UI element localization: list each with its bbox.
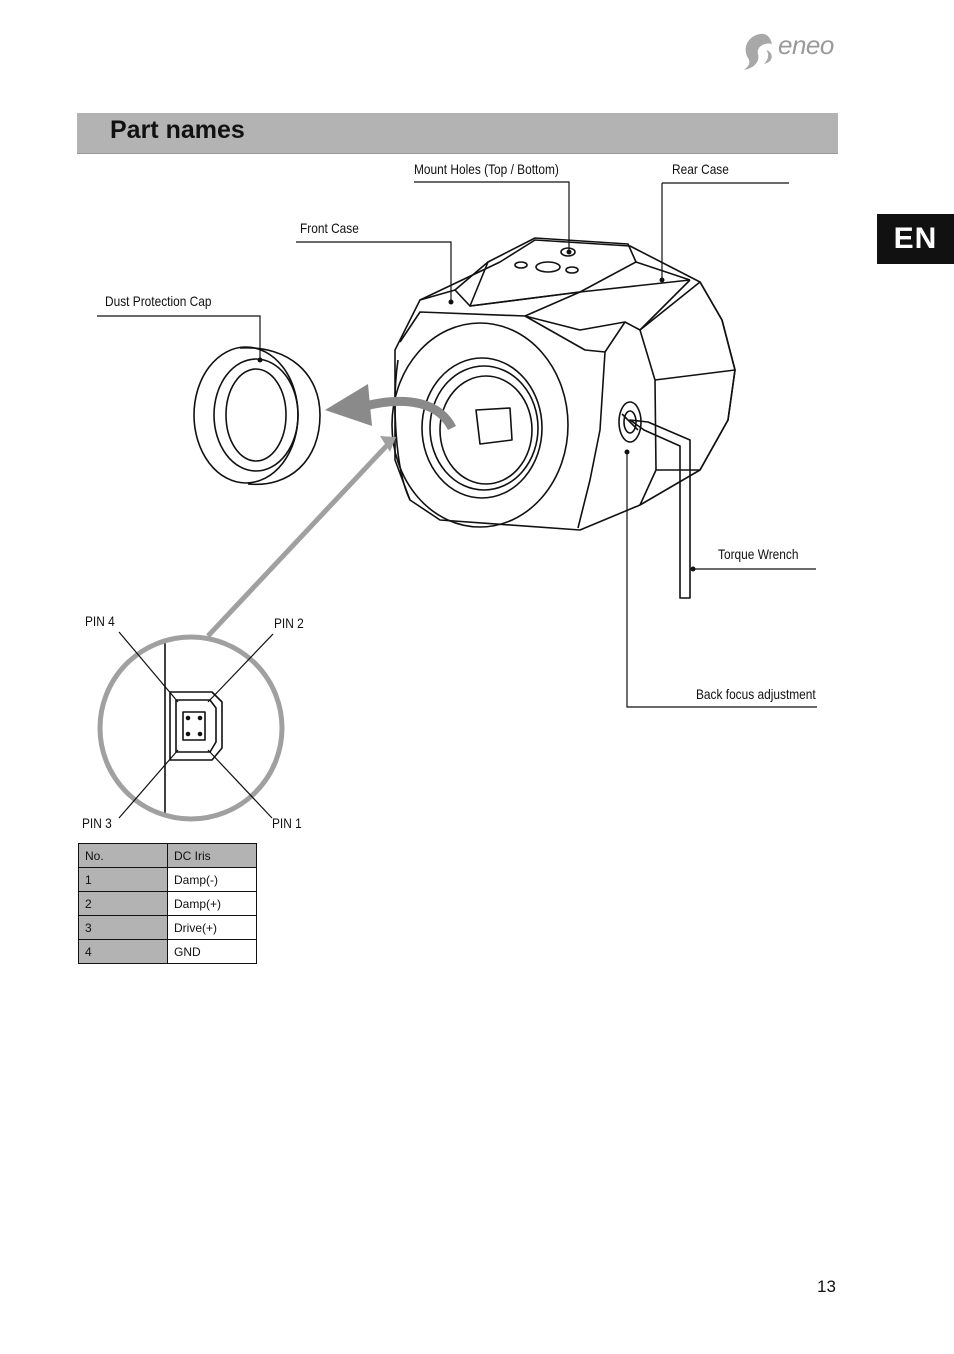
label-dust-cap: Dust Protection Cap — [105, 293, 212, 309]
eneo-logo-mark-icon — [744, 33, 772, 70]
page-number: 13 — [817, 1277, 836, 1296]
sensor-window — [475, 407, 513, 445]
table-cell: Damp(+) — [167, 891, 257, 916]
table-cell: GND — [167, 939, 257, 964]
table-row: 3 Drive(+) — [78, 915, 257, 940]
table-row: 2 Damp(+) — [78, 891, 257, 916]
section-title: Part names — [110, 116, 245, 144]
table-cell: 4 — [78, 939, 168, 964]
table-cell: Drive(+) — [167, 915, 257, 940]
table-row: 1 Damp(-) — [78, 867, 257, 892]
label-pin2: PIN 2 — [274, 615, 304, 631]
language-tab-en[interactable]: EN — [877, 214, 954, 264]
connector-zoom-circle — [97, 634, 285, 822]
label-pin4: PIN 4 — [85, 613, 115, 629]
eneo-logo-text: eneo — [778, 30, 834, 60]
table-header-row: No. DC Iris — [78, 843, 257, 868]
connector-outline — [169, 691, 223, 761]
table-header-cell: No. — [78, 843, 168, 868]
eneo-logo — [740, 30, 840, 70]
removal-arrow — [363, 396, 457, 431]
mount-hole — [535, 261, 561, 273]
label-pin3: PIN 3 — [82, 815, 112, 831]
front-ring-outer — [391, 322, 569, 528]
label-torque-wrench: Torque Wrench — [718, 546, 799, 562]
table-header-cell: DC Iris — [167, 843, 257, 868]
table-row: 4 GND — [78, 939, 257, 964]
label-rear-case: Rear Case — [672, 161, 729, 177]
table-cell: Damp(-) — [167, 867, 257, 892]
torque-wrench — [629, 419, 691, 599]
dust-cap-outer — [193, 346, 299, 484]
pin-table: No. DC Iris 1 Damp(-) 2 Damp(+) 3 Drive(… — [78, 843, 257, 964]
label-pin1: PIN 1 — [272, 815, 302, 831]
label-back-focus: Back focus adjustment — [696, 686, 816, 702]
table-cell: 1 — [78, 867, 168, 892]
zoom-pointer-line — [206, 438, 394, 638]
label-mount-holes: Mount Holes (Top / Bottom) — [414, 161, 559, 177]
table-cell: 3 — [78, 915, 168, 940]
section-header-bar — [77, 113, 838, 154]
table-cell: 2 — [78, 891, 168, 916]
label-front-case: Front Case — [300, 220, 359, 236]
